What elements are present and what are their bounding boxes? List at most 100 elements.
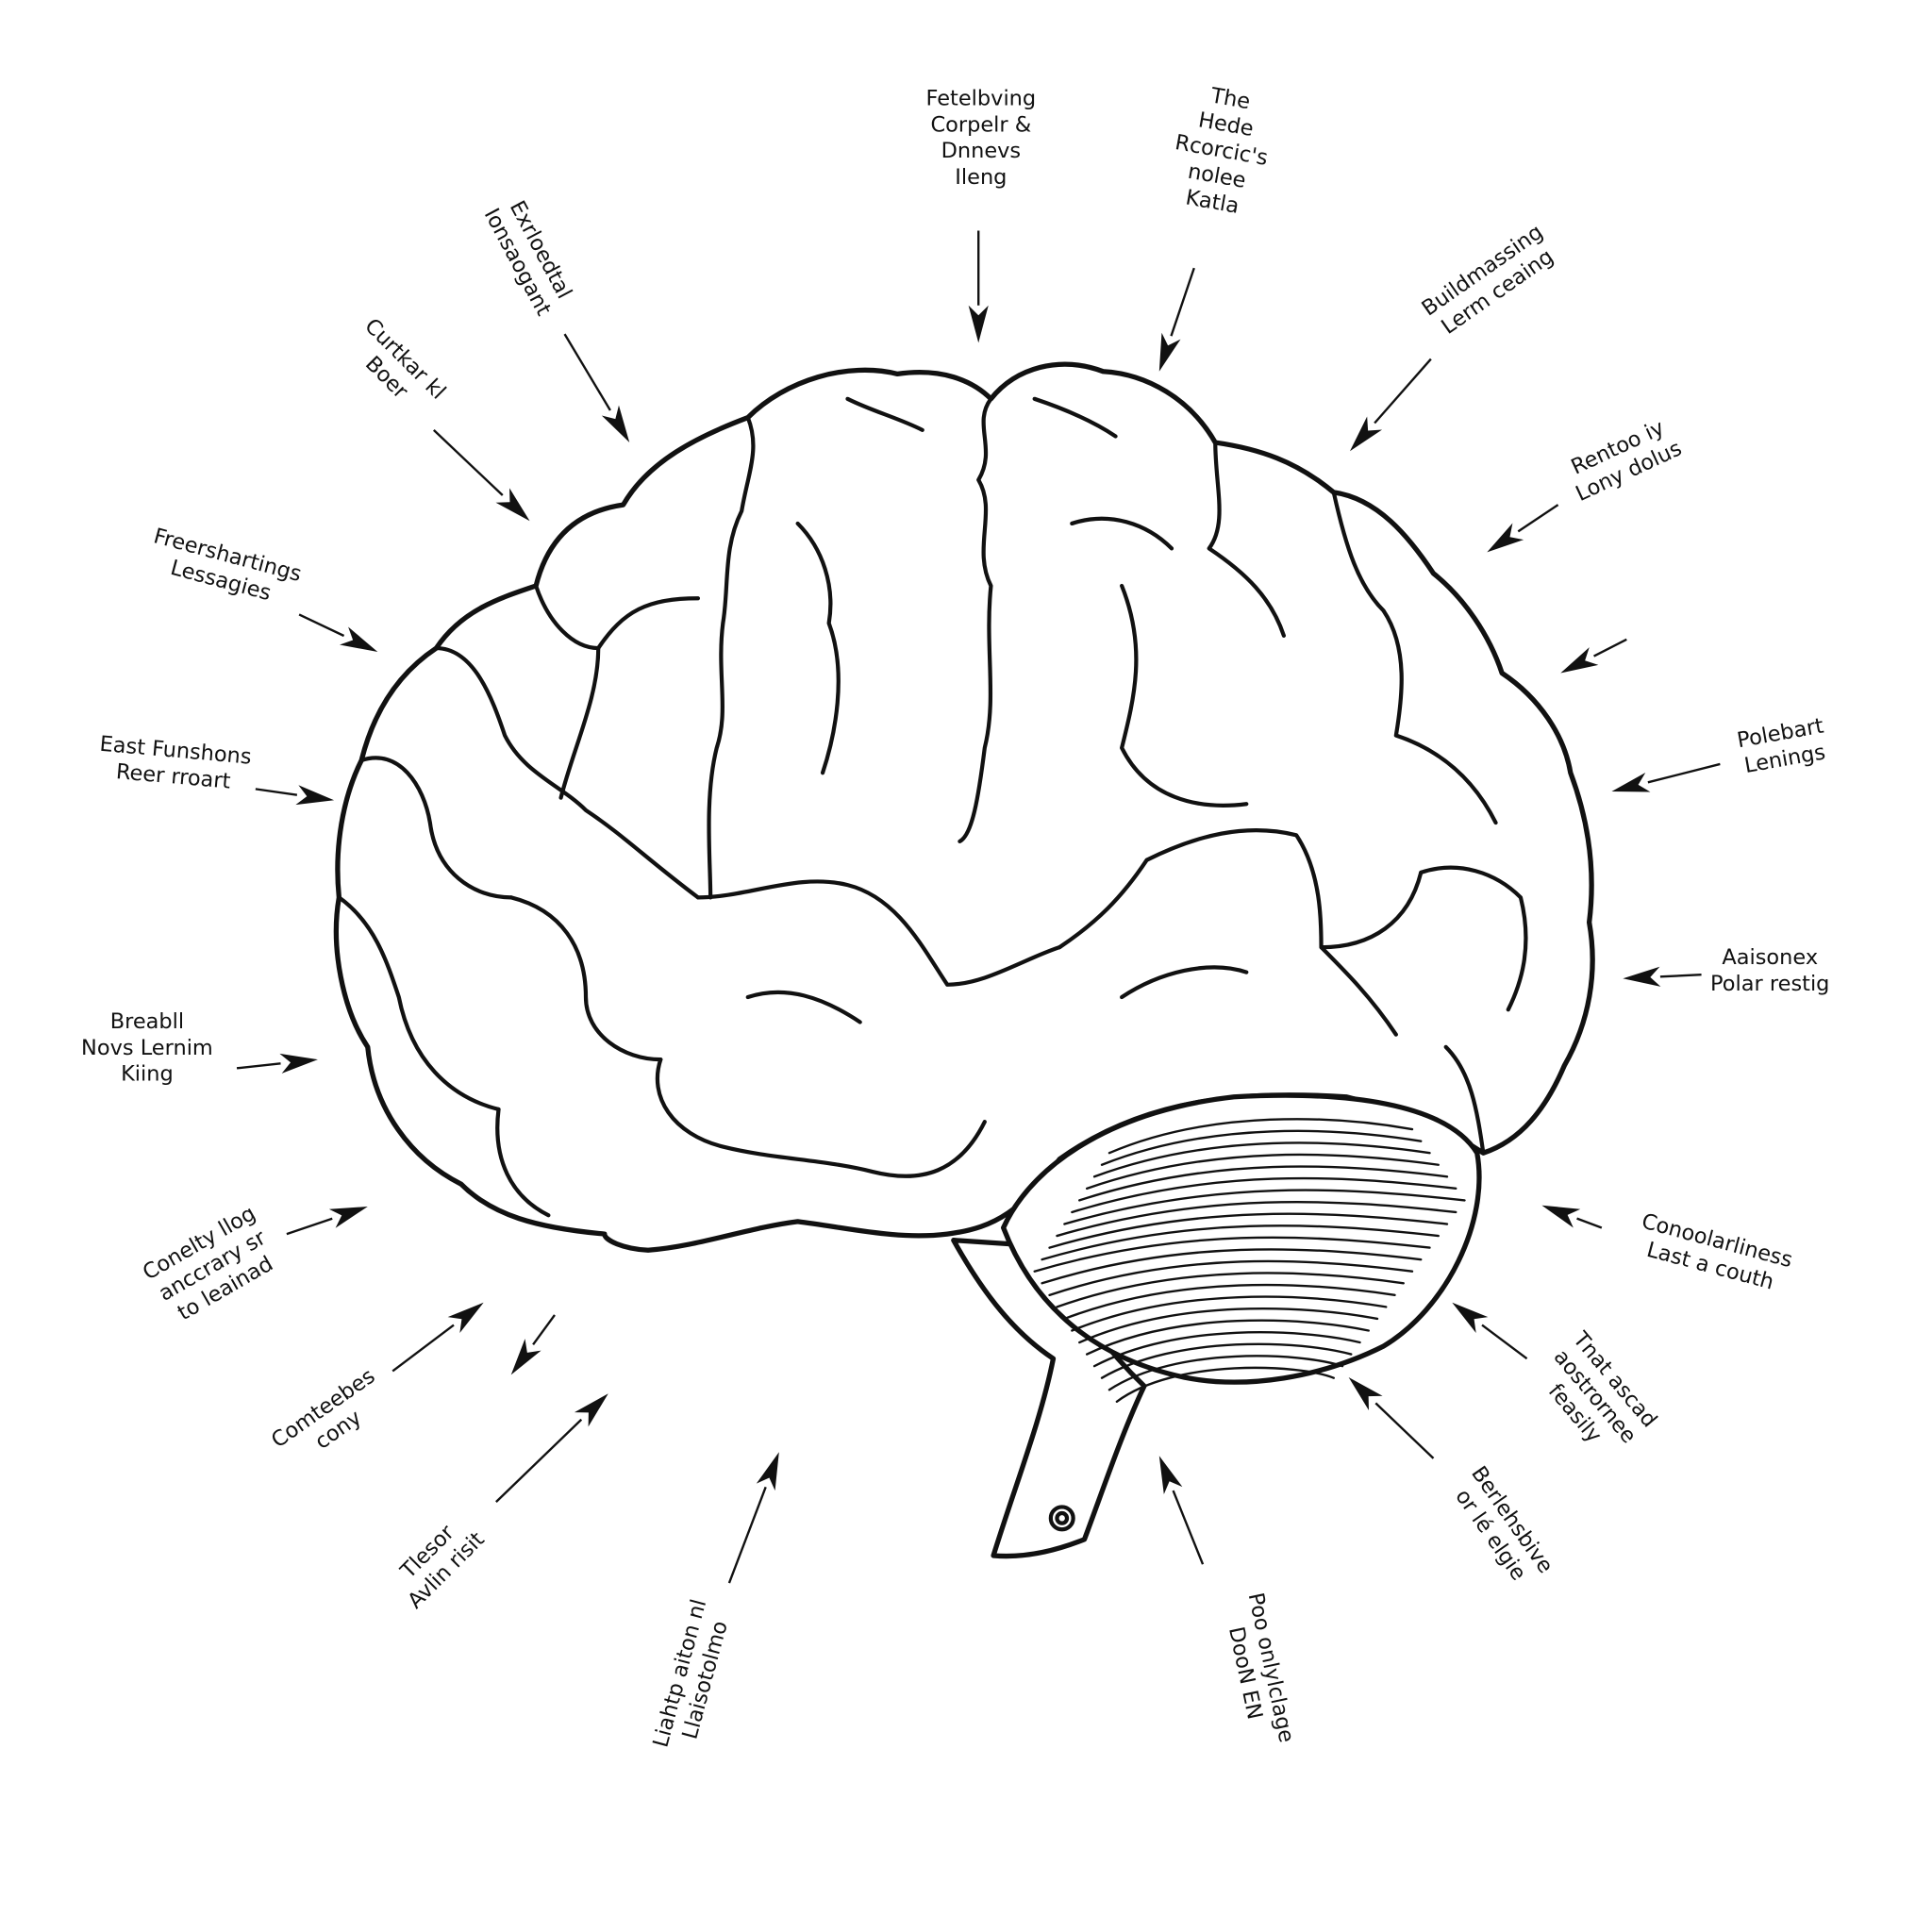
cerebellum-fold (1071, 1176, 1457, 1214)
arrow-head-icon (1623, 966, 1661, 987)
callout-2: TheHedeRcorcic'snoleeKatla (1158, 78, 1279, 372)
arrow-head-icon (1452, 1302, 1489, 1333)
cerebellum-fold (1100, 1342, 1353, 1379)
callout-label: Comteebescony (267, 1364, 394, 1474)
arrow-head-icon (1560, 647, 1599, 674)
callout-label: Conelty lloganccrary srto leainad (139, 1201, 286, 1330)
arrow-head-icon (495, 488, 530, 522)
arrow-head-icon (1349, 416, 1383, 452)
cerebellum-fold (1078, 1307, 1379, 1344)
cerebellum (1000, 1092, 1482, 1403)
arrow-line (432, 428, 504, 496)
callout-label-line: Ileng (955, 165, 1007, 190)
cerebellum-fold (1041, 1248, 1423, 1285)
cerebellum-fold (1048, 1259, 1414, 1297)
arrow-line (1593, 638, 1627, 658)
callout-label: Rentoo iyLony dolus (1561, 412, 1686, 507)
cerebellum-fold (1092, 1331, 1361, 1368)
cerebellum-fold (1056, 1272, 1405, 1308)
cerebellum-fold (1063, 1283, 1396, 1321)
callout-label: Curtkar klBoer (341, 314, 451, 424)
callout-4: Curtkar klBoer (341, 314, 530, 522)
arrow-head-icon (279, 1053, 318, 1074)
brain-illustration (333, 361, 1595, 1559)
callout-8: Conelty lloganccrary srto leainad (139, 1201, 368, 1330)
callout-label: Tnat ascadaostrorneefeasily (1527, 1326, 1661, 1466)
callout-label-line: Kiing (121, 1062, 174, 1087)
callout-label: TheHedeRcorcic'snoleeKatla (1164, 78, 1279, 222)
callout-label: TlesorAvlin risit (385, 1508, 490, 1613)
callout-label: PolebartLenings (1735, 714, 1830, 779)
callout-label: ExrloedtalIonsaogant (479, 192, 579, 321)
arrow-line (1374, 1402, 1435, 1459)
arrow-head-icon (1158, 332, 1181, 372)
cerebrum-gyri (337, 396, 1528, 1218)
arrow-line (1170, 267, 1195, 337)
callout-label: FreershartingsLessagies (144, 524, 304, 612)
callout-label: Berlehsbiveor lé elgie (1445, 1462, 1558, 1593)
arrow-line (495, 1418, 583, 1504)
callout-label: ConoolarlinessLast a couth (1632, 1209, 1795, 1298)
arrow-line (727, 1486, 767, 1584)
cerebellum-fold (1063, 1189, 1466, 1225)
callout-10 (510, 1314, 556, 1375)
arrow-line (532, 1314, 556, 1346)
callout-label-line: Novs Lernim (81, 1036, 213, 1060)
callout-6: East FunshonsReer rroart (99, 732, 335, 806)
callout-11: TlesorAvlin risit (385, 1393, 608, 1613)
cerebellum-fold (1041, 1224, 1440, 1261)
cerebellum-fold (1071, 1295, 1388, 1332)
arrow-line (286, 1217, 333, 1236)
arrow-head-icon (295, 785, 335, 806)
arrow-line (1374, 358, 1432, 425)
cerebellum-fold (1078, 1165, 1449, 1202)
arrow-line (255, 788, 298, 796)
callout-15: Tnat ascadaostrorneefeasily (1452, 1302, 1661, 1466)
callout-21: BuildmassingLerm ceaing (1349, 220, 1563, 452)
cerebellum-fold (1108, 1355, 1344, 1391)
arrow-line (563, 333, 611, 411)
arrow-line (1172, 1490, 1205, 1565)
arrow-head-icon (510, 1339, 541, 1375)
cerebellum-fold (1056, 1200, 1457, 1238)
callout-14: Berlehsbiveor lé elgie (1348, 1377, 1558, 1593)
arrow-line (298, 613, 345, 638)
callout-label-line: Aaisonex (1722, 945, 1818, 970)
arrow-line (1481, 1324, 1528, 1360)
arrow-line (236, 1062, 281, 1070)
arrow-head-icon (1348, 1377, 1383, 1411)
callout-16: ConoolarlinessLast a couth (1541, 1205, 1795, 1298)
callout-label: BuildmassingLerm ceaing (1418, 220, 1563, 342)
callout-label-line: Fetelbving (926, 87, 1037, 111)
callout-12: Liahtp aiton nlLlaisotolmo (648, 1452, 779, 1750)
callout-18: PolebartLenings (1611, 714, 1830, 792)
cerebellum-fold (1085, 1319, 1370, 1356)
arrow-line (1517, 504, 1559, 533)
cerebellum-fold (1085, 1153, 1440, 1191)
arrow-head-icon (756, 1452, 779, 1491)
arrow-head-icon (1158, 1456, 1183, 1494)
cerebellum-fold (1108, 1118, 1414, 1155)
callout-label-line: Corpelr & (930, 112, 1031, 137)
arrow-head-icon (601, 405, 630, 443)
arrow-head-icon (340, 626, 378, 653)
arrow-head-icon (1541, 1205, 1581, 1228)
arrow-line (1659, 974, 1702, 978)
cerebellum-fold (1092, 1141, 1431, 1178)
cerebellum-fold (1048, 1212, 1449, 1249)
arrow-line (1647, 762, 1721, 784)
arrow-line (1576, 1217, 1603, 1229)
cerebellum-fold (1033, 1236, 1431, 1273)
arrow-head-icon (328, 1207, 368, 1228)
callout-5: FreershartingsLessagies (144, 524, 378, 653)
brainstem-node-inner (1055, 1510, 1070, 1525)
arrow-head-icon (1611, 773, 1651, 792)
cerebellum-fold (1100, 1129, 1423, 1166)
callout-label-line: Dnnevs (941, 139, 1022, 163)
